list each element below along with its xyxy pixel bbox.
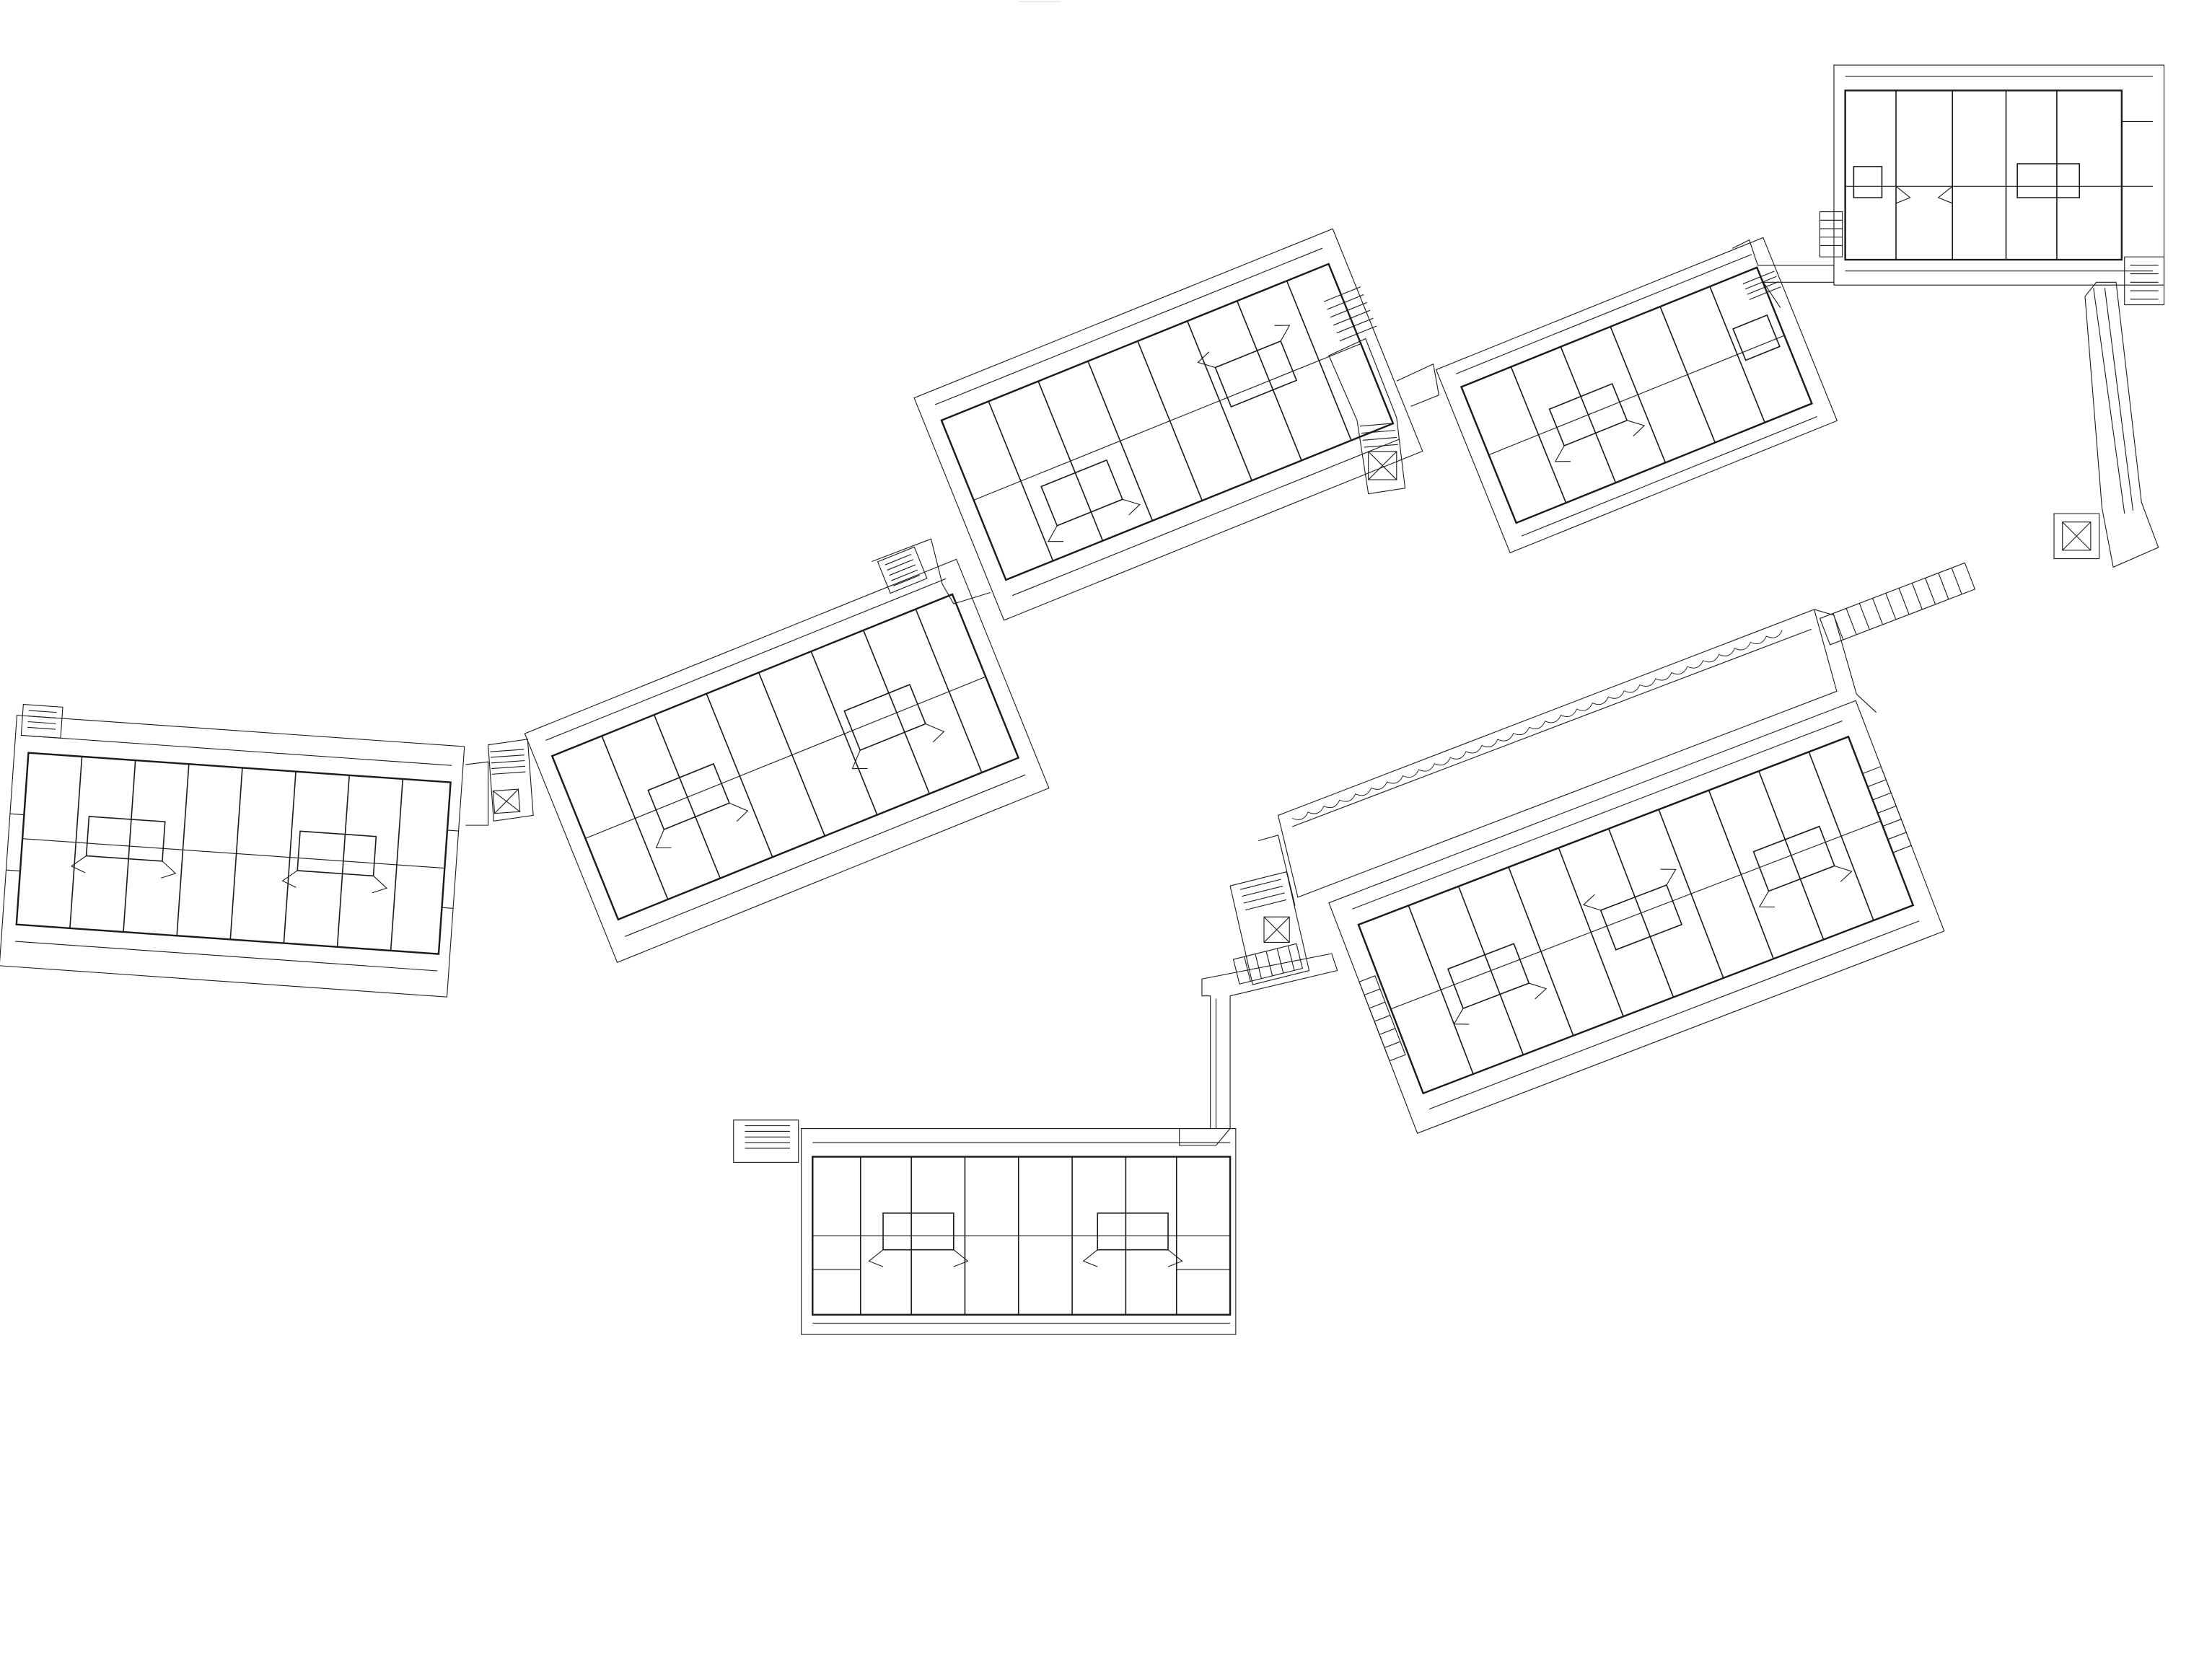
corridor-link xyxy=(1180,835,1338,1145)
block-south xyxy=(734,1120,1236,1334)
access-bridge xyxy=(1278,563,1975,897)
bathroom-core xyxy=(1601,885,1682,950)
elevator-core-southeast xyxy=(1230,872,1309,985)
block-central-east xyxy=(1436,237,1838,553)
bathroom-core xyxy=(1448,943,1529,1008)
bathroom-core xyxy=(1097,1213,1168,1250)
corridor-link xyxy=(1732,240,1834,308)
stair-icon xyxy=(734,1120,799,1163)
bathroom-core xyxy=(844,685,926,750)
bathroom-core xyxy=(1733,315,1780,361)
bathroom-core xyxy=(648,764,729,830)
bathroom-core xyxy=(297,831,376,876)
stair-icon xyxy=(1324,287,1377,341)
bathroom-core xyxy=(1853,167,1882,198)
stair-icon xyxy=(1863,767,1912,853)
stair-icon xyxy=(1359,976,1405,1061)
bathroom-core xyxy=(883,1213,954,1250)
water-feature xyxy=(1292,630,1783,822)
block-northeast xyxy=(1820,65,2164,304)
block-central xyxy=(914,229,1423,620)
block-central-west xyxy=(525,559,1048,962)
bathroom-core xyxy=(2017,164,2079,198)
elevator-icon xyxy=(493,789,519,814)
stair-icon xyxy=(1820,212,1842,258)
stair-icon xyxy=(1820,563,1975,645)
stair-icon xyxy=(2125,257,2164,304)
corridor-link xyxy=(872,539,990,604)
bathroom-core xyxy=(1215,341,1296,407)
stair-icon xyxy=(1360,423,1398,447)
stair-icon xyxy=(1234,943,1303,984)
bathroom-core xyxy=(1550,384,1628,446)
bathroom-core xyxy=(1753,827,1834,892)
stair-icon xyxy=(1743,271,1781,299)
block-southeast xyxy=(1329,700,1944,1133)
elevator-icon xyxy=(2063,522,2091,550)
bathroom-core xyxy=(1041,460,1123,526)
elevator-core-central xyxy=(1324,287,1439,494)
corridor-link xyxy=(465,739,533,825)
bathroom-core xyxy=(87,817,165,861)
stair-icon xyxy=(490,749,525,774)
elevator-core-northeast xyxy=(2054,514,2099,559)
stair-icon xyxy=(21,705,63,739)
elevator-icon xyxy=(1264,917,1289,942)
stair-icon xyxy=(878,547,927,593)
block-west xyxy=(0,704,465,997)
stair-icon xyxy=(1240,879,1286,910)
elevator-icon xyxy=(1369,452,1397,480)
ramp xyxy=(2054,282,2159,567)
